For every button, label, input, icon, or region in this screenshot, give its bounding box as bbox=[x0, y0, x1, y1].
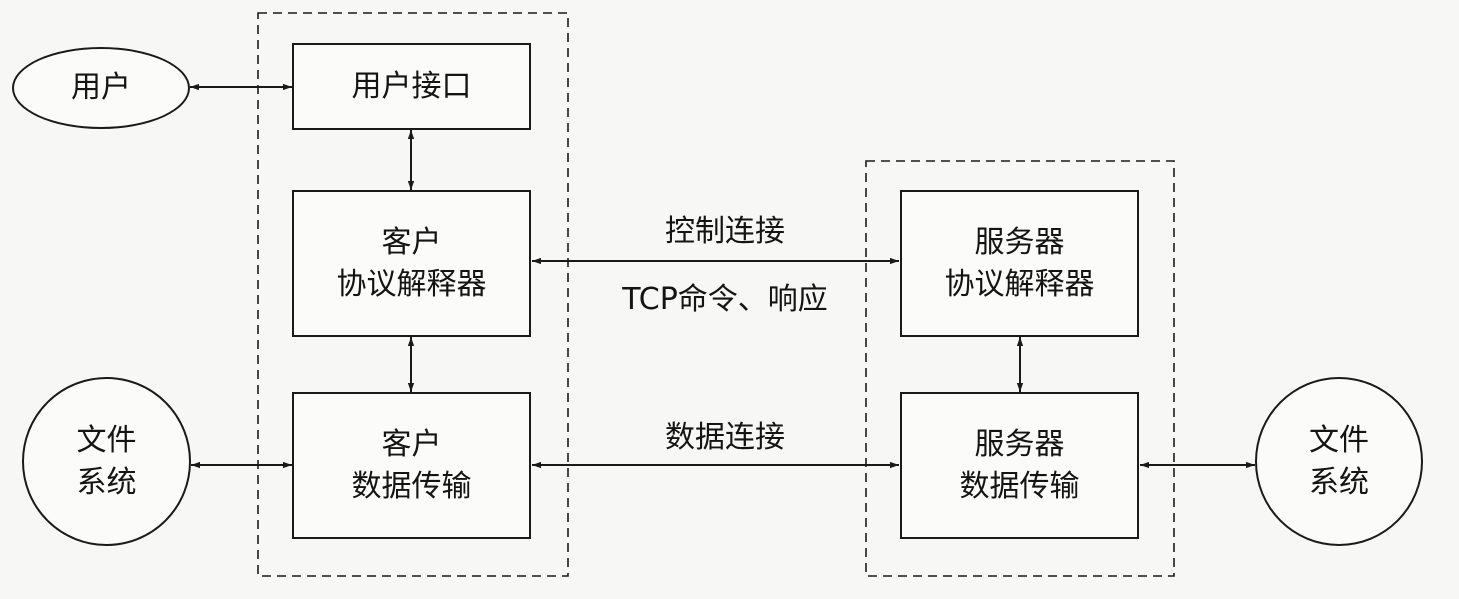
server-pi-line2: 协议解释器 bbox=[944, 266, 1095, 302]
server-fs-line2: 系统 bbox=[1309, 464, 1369, 500]
user-node: 用户 bbox=[12, 47, 190, 129]
client-group-border bbox=[257, 12, 569, 577]
client-fs-line1: 文件 bbox=[76, 422, 137, 458]
data-connection-label: 数据连接 bbox=[665, 420, 785, 455]
user-node-label: 用户 bbox=[71, 70, 131, 105]
server-file-system-node: 文件 系统 bbox=[1255, 377, 1423, 546]
client-fs-line2: 系统 bbox=[76, 464, 137, 500]
server-pi-node: 服务器 协议解释器 bbox=[900, 190, 1139, 337]
client-dtp-line1: 客户 bbox=[381, 426, 442, 462]
control-connection-label: 控制连接 bbox=[665, 214, 785, 249]
user-interface-label: 用户接口 bbox=[351, 68, 472, 104]
server-group-border bbox=[865, 160, 1175, 577]
tcp-commands-label: TCP命令、响应 bbox=[622, 282, 828, 317]
client-pi-line1: 客户 bbox=[381, 224, 442, 260]
client-file-system-node: 文件 系统 bbox=[22, 377, 191, 546]
server-dtp-line2: 数据传输 bbox=[959, 468, 1080, 504]
server-fs-line1: 文件 bbox=[1309, 422, 1369, 458]
server-dtp-node: 服务器 数据传输 bbox=[900, 392, 1139, 539]
client-pi-line2: 协议解释器 bbox=[336, 266, 487, 302]
client-dtp-node: 客户 数据传输 bbox=[292, 392, 531, 539]
user-interface-node: 用户接口 bbox=[292, 43, 531, 130]
client-pi-node: 客户 协议解释器 bbox=[292, 190, 531, 337]
server-dtp-line1: 服务器 bbox=[974, 426, 1065, 462]
server-pi-line1: 服务器 bbox=[974, 224, 1065, 260]
client-dtp-line2: 数据传输 bbox=[351, 468, 472, 504]
